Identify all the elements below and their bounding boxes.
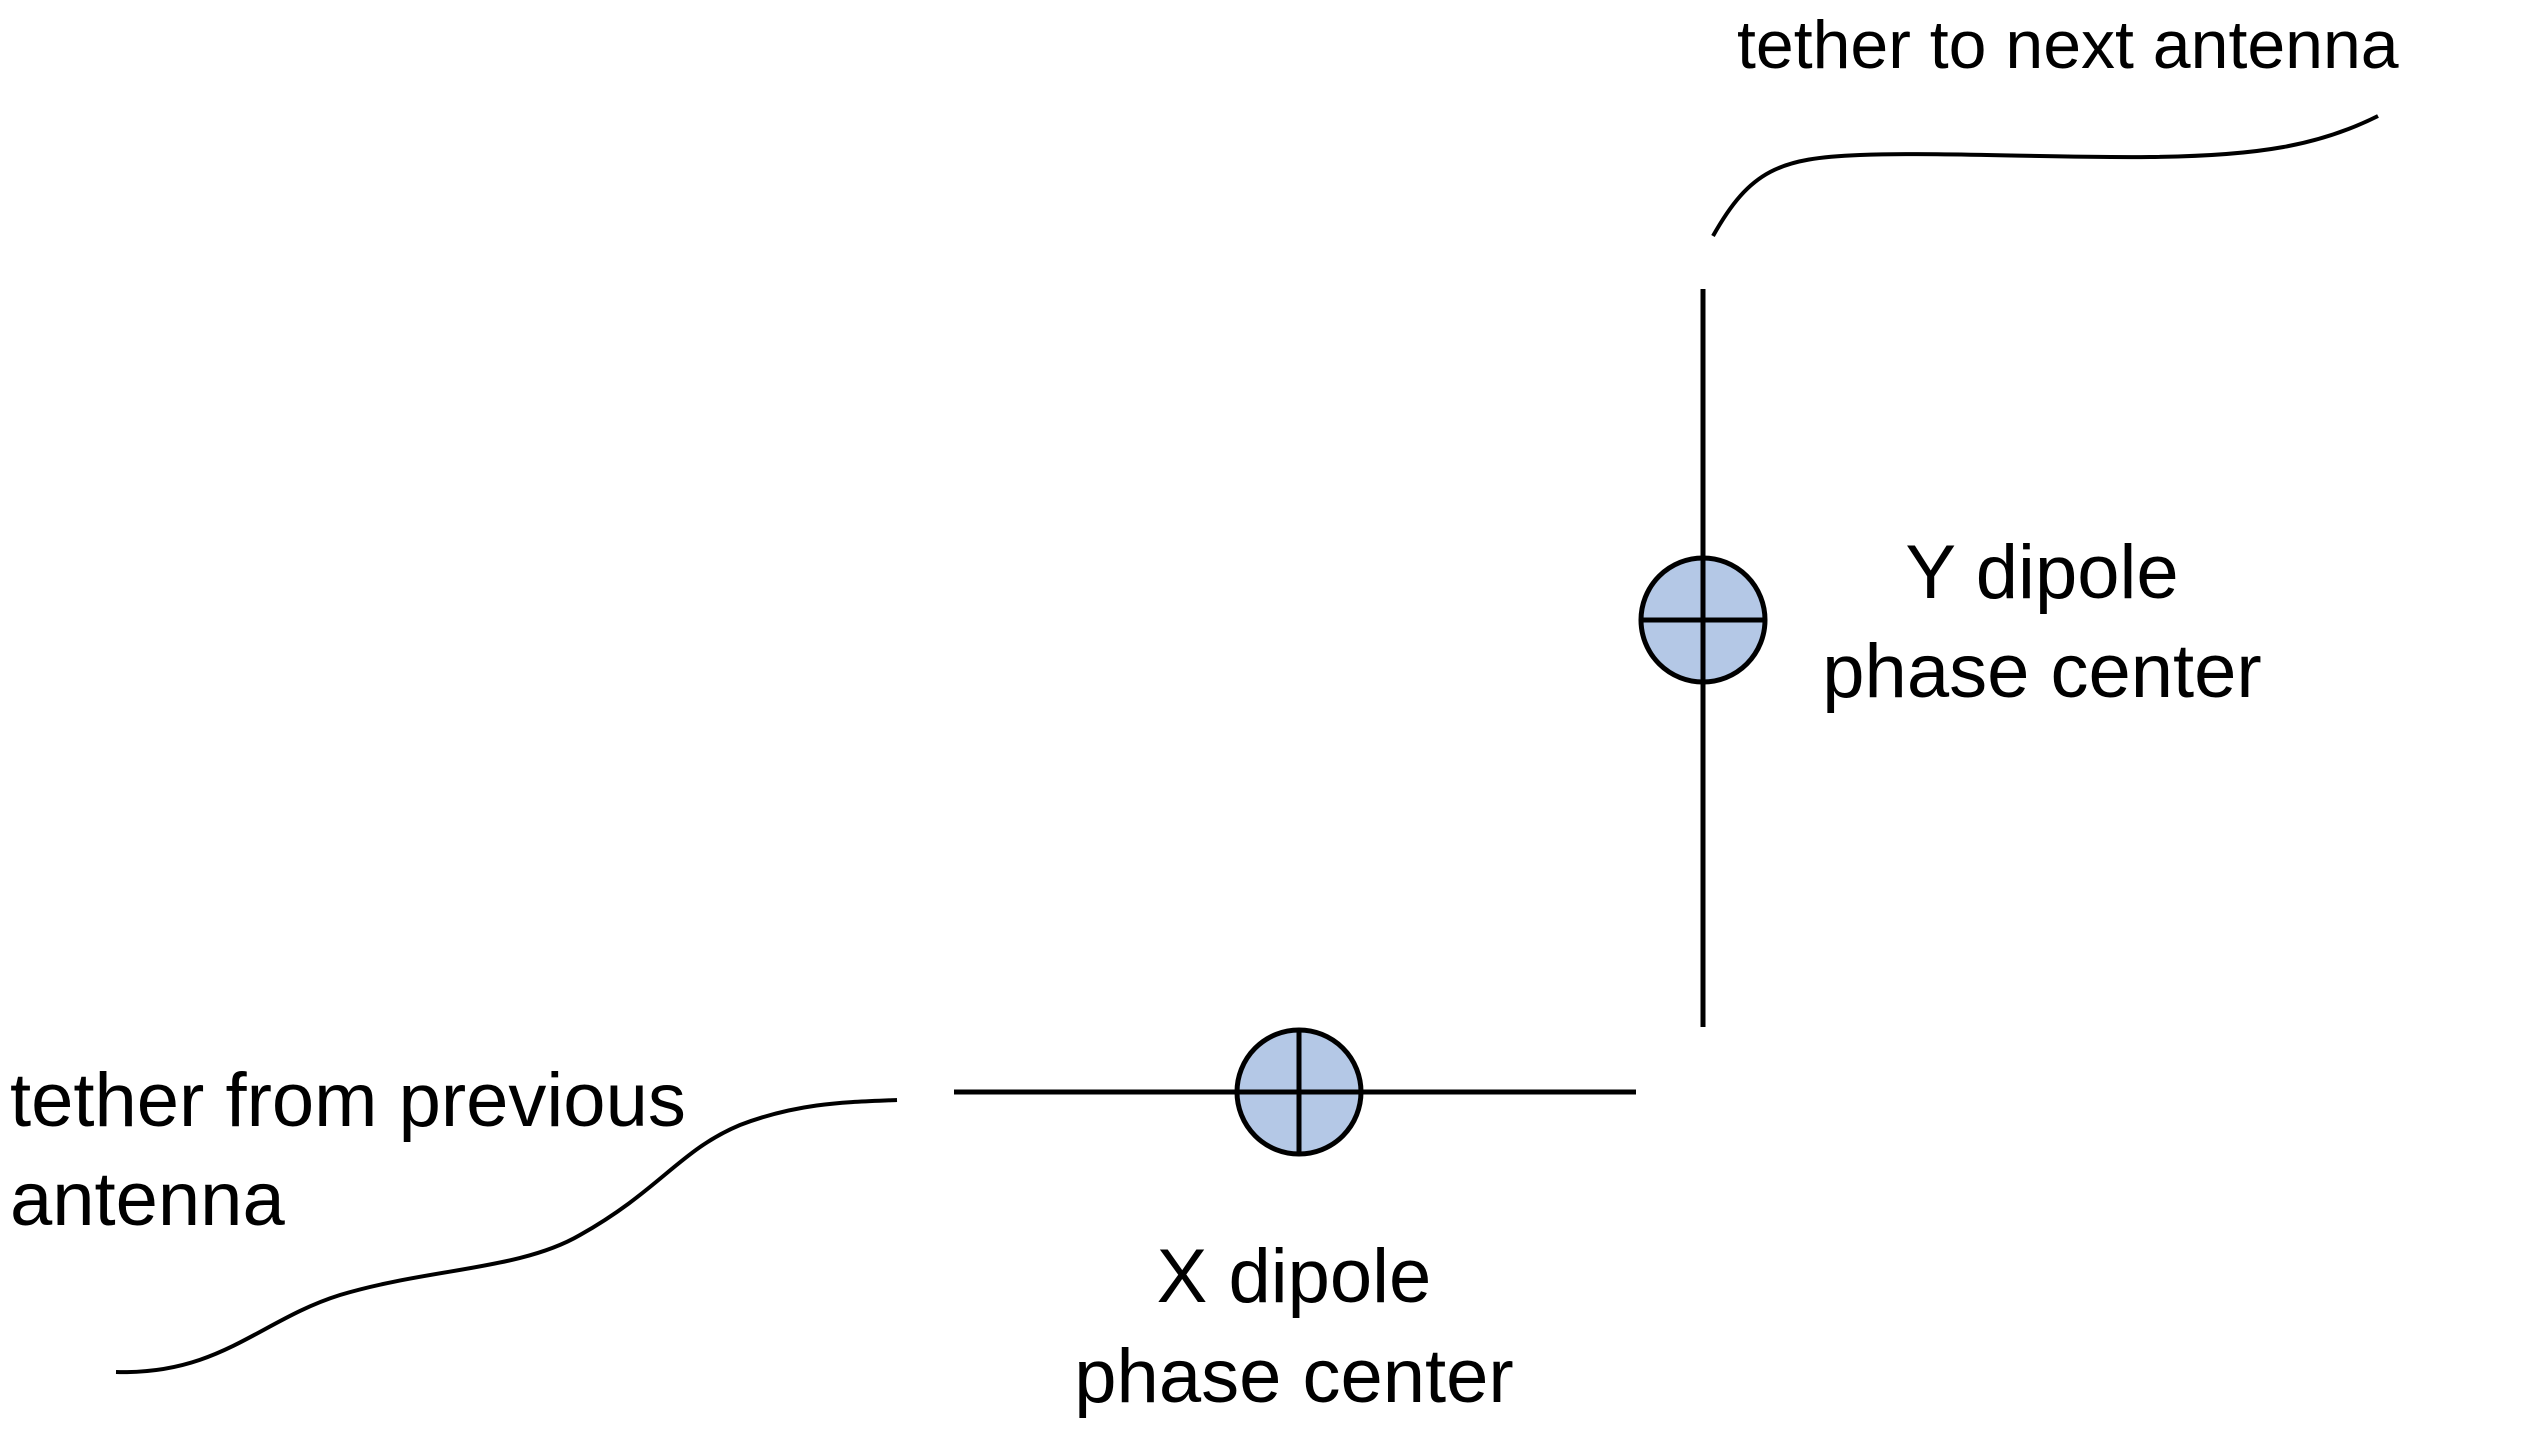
y-dipole-label: Y dipole [1905, 530, 2178, 615]
y-dipole-phase-center-icon [1638, 555, 1768, 685]
y-phase-center-label: phase center [1822, 629, 2261, 714]
x-dipole-label: X dipole [1157, 1234, 1432, 1319]
x-dipole-phase-center-icon [1234, 1027, 1364, 1157]
tether-prev-label-2: antenna [10, 1157, 285, 1242]
tether-from-previous-antenna-curve [115, 1098, 898, 1375]
x-phase-center-label: phase center [1074, 1334, 1513, 1419]
tether-next-label: tether to next antenna [1737, 7, 2399, 83]
tether-prev-label: tether from previous [10, 1058, 686, 1143]
tether-to-next-antenna-curve [1711, 114, 2379, 237]
